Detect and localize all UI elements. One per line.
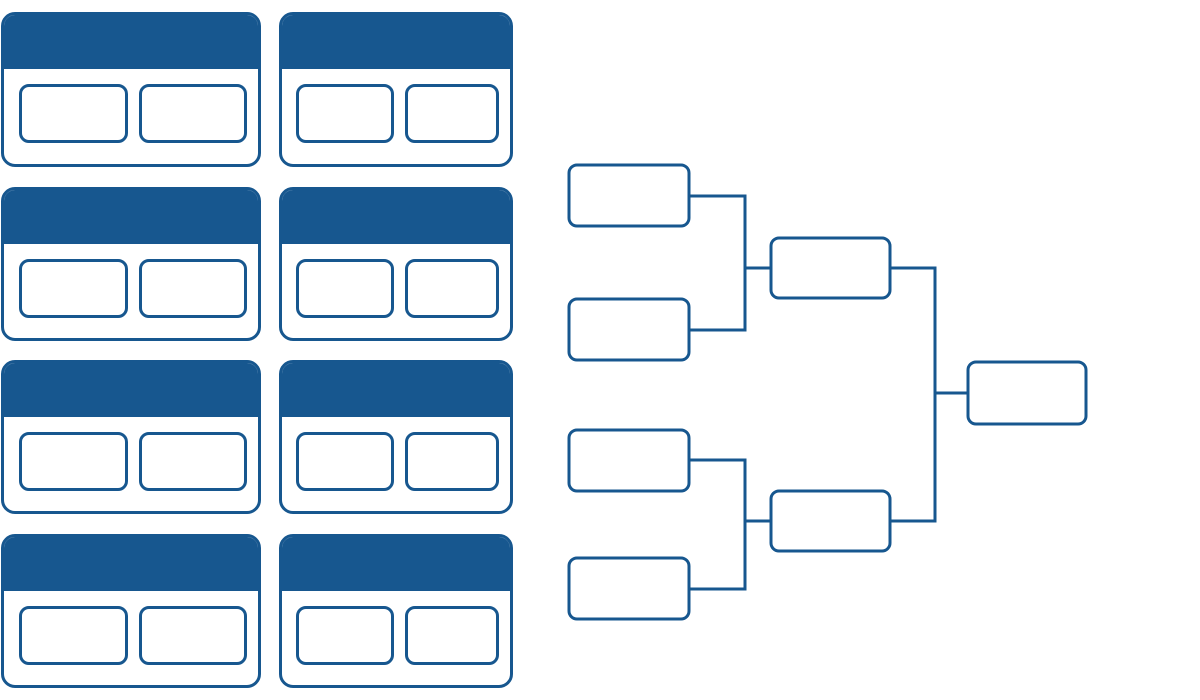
bracket-slot-round1-2 xyxy=(567,297,691,362)
bracket-slot-round1-3 xyxy=(567,428,691,493)
group-slot xyxy=(139,606,247,665)
group-header xyxy=(282,190,510,244)
group-card xyxy=(279,534,513,688)
group-slot xyxy=(139,432,247,491)
group-slot xyxy=(139,259,247,318)
group-header xyxy=(282,537,510,591)
group-slot xyxy=(296,606,394,665)
group-card xyxy=(1,534,261,688)
group-card xyxy=(279,187,513,341)
group-card xyxy=(1,12,261,167)
bracket-slot-round1-1 xyxy=(567,163,691,228)
group-card xyxy=(279,360,513,514)
bracket-slot-round2-1 xyxy=(769,236,892,300)
group-card xyxy=(1,187,261,341)
group-slot xyxy=(296,259,394,318)
group-header xyxy=(4,190,258,244)
group-slot xyxy=(19,432,128,491)
group-card xyxy=(279,12,513,167)
group-slot xyxy=(19,606,128,665)
group-header xyxy=(282,363,510,417)
group-slot xyxy=(405,84,499,143)
group-slot xyxy=(405,259,499,318)
bracket-slot-final xyxy=(966,360,1088,426)
group-header xyxy=(282,15,510,69)
group-header xyxy=(4,363,258,417)
group-slot xyxy=(296,432,394,491)
group-slot xyxy=(139,84,247,143)
group-slot xyxy=(19,84,128,143)
bracket-connector xyxy=(689,458,747,591)
group-slot xyxy=(296,84,394,143)
bracket-connector xyxy=(689,194,747,332)
group-header xyxy=(4,537,258,591)
bracket-connector xyxy=(890,266,937,523)
group-card xyxy=(1,360,261,514)
group-slot xyxy=(405,432,499,491)
bracket-slot-round2-2 xyxy=(769,489,892,553)
group-slot xyxy=(405,606,499,665)
group-slot xyxy=(19,259,128,318)
group-header xyxy=(4,15,258,69)
bracket-slot-round1-4 xyxy=(567,556,691,621)
